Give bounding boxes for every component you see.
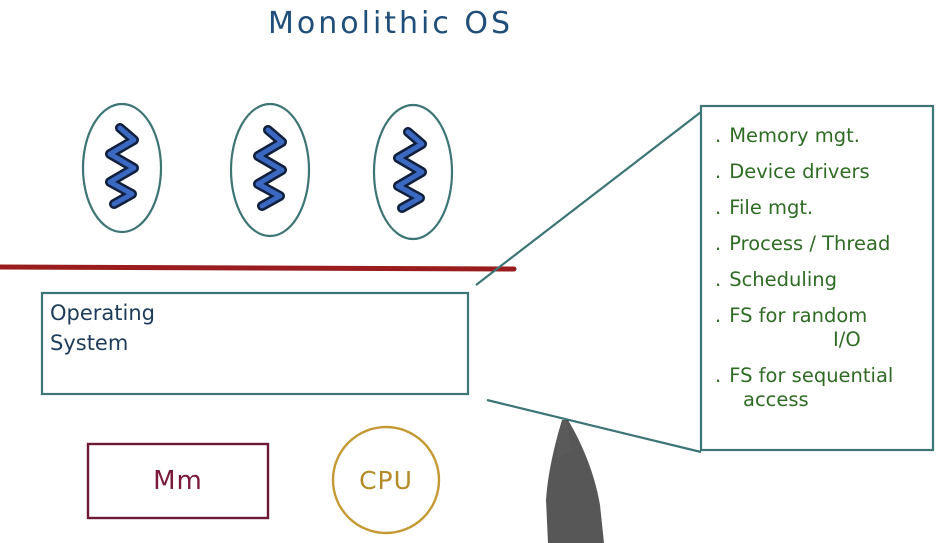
bullet-dot: . bbox=[715, 124, 722, 147]
process-3 bbox=[372, 103, 454, 241]
service-text-continued: I/O bbox=[833, 328, 861, 351]
service-text: File mgt. bbox=[729, 196, 814, 219]
process-1 bbox=[81, 102, 163, 234]
os-label-line-2: System bbox=[50, 331, 129, 355]
service-item: . Memory mgt. bbox=[715, 124, 933, 148]
service-text: FS for random bbox=[729, 304, 868, 327]
os-services-list: . Memory mgt.. Device drivers. File mgt.. Pr… bbox=[701, 106, 933, 450]
cpu-label: CPU bbox=[359, 465, 413, 495]
bullet-dot: . bbox=[715, 268, 722, 291]
service-text-continued: access bbox=[743, 388, 809, 411]
stylus-pen-icon bbox=[546, 420, 604, 543]
callout-line-top bbox=[475, 111, 702, 286]
bullet-dot: . bbox=[715, 304, 722, 327]
operating-system-label: Operating System bbox=[50, 298, 155, 358]
service-item: . Process / Thread bbox=[715, 232, 933, 256]
service-text: Scheduling bbox=[729, 268, 837, 291]
memory-label: Mm bbox=[153, 466, 203, 496]
service-text: Device drivers bbox=[729, 160, 870, 183]
bullet-dot: . bbox=[715, 196, 722, 219]
service-item: . File mgt. bbox=[715, 196, 933, 220]
os-services-box bbox=[699, 104, 935, 452]
service-item: . Scheduling bbox=[715, 268, 933, 292]
cpu-circle bbox=[331, 425, 441, 535]
thread-squiggle-icon bbox=[255, 127, 285, 209]
service-text: FS for sequential bbox=[729, 364, 894, 387]
memory-box bbox=[86, 442, 270, 520]
service-item: . Device drivers bbox=[715, 160, 933, 184]
thread-squiggle-icon bbox=[107, 125, 137, 207]
service-text: Process / Thread bbox=[729, 232, 891, 255]
bullet-dot: . bbox=[715, 160, 722, 183]
process-2 bbox=[229, 102, 311, 238]
operating-system-box bbox=[40, 291, 470, 396]
kernel-boundary-line bbox=[0, 264, 517, 272]
callout-line-bottom bbox=[486, 398, 702, 454]
bullet-dot: . bbox=[715, 232, 722, 255]
bullet-dot: . bbox=[715, 364, 722, 387]
service-text: Memory mgt. bbox=[729, 124, 860, 147]
thread-squiggle-icon bbox=[395, 129, 425, 211]
diagram-title: Monolithic OS bbox=[268, 6, 514, 41]
os-label-line-1: Operating bbox=[50, 301, 155, 325]
